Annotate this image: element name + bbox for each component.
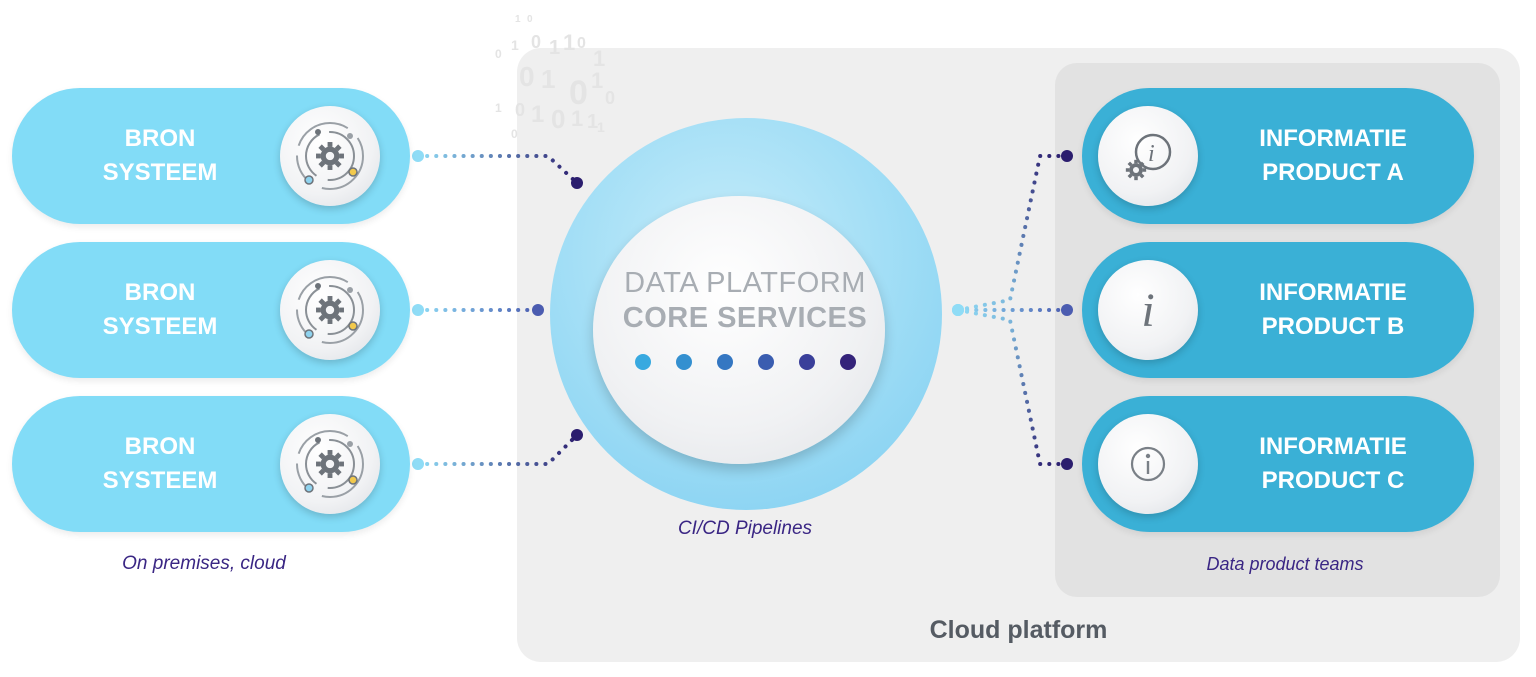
connector-source-2 xyxy=(412,304,544,316)
information-product-b[interactable]: i INFORMATIE PRODUCT B xyxy=(1082,242,1474,378)
product-label-line1: INFORMATIE xyxy=(1259,433,1407,460)
binary-digit: 0 xyxy=(577,35,586,52)
binary-digit: 1 xyxy=(563,30,575,55)
core-title-line2: CORE SERVICES xyxy=(622,302,868,334)
core-dot xyxy=(758,354,774,370)
product-label: INFORMATIE PRODUCT B xyxy=(1202,276,1464,344)
binary-digit: 1 xyxy=(541,64,555,94)
binary-digit: 1 xyxy=(511,37,519,53)
gear-info-icon: i xyxy=(1098,106,1198,206)
svg-text:i: i xyxy=(1148,141,1155,167)
product-label-line2: PRODUCT C xyxy=(1261,467,1405,494)
source-label-line2: SYSTEEM xyxy=(102,467,218,494)
core-dot xyxy=(676,354,692,370)
binary-digit: 1 xyxy=(591,68,603,93)
core-dot xyxy=(799,354,815,370)
source-label: BRON SYSTEEM xyxy=(50,276,270,344)
binary-digit: 0 xyxy=(527,14,533,25)
product-label: INFORMATIE PRODUCT C xyxy=(1202,430,1464,498)
core-dot xyxy=(840,354,856,370)
binary-digit: 1 xyxy=(531,101,544,128)
core-dots xyxy=(635,354,856,370)
source-label-line1: BRON xyxy=(124,125,196,152)
binary-digit: 1 xyxy=(593,46,605,71)
connector-product-b xyxy=(952,304,1073,316)
source-system-2[interactable]: BRON SYSTEEM xyxy=(12,242,410,378)
source-label: BRON SYSTEEM xyxy=(50,122,270,190)
core-services-circle xyxy=(593,196,885,464)
sources-caption: On premises, cloud xyxy=(122,553,286,574)
product-label-line1: INFORMATIE xyxy=(1259,125,1407,152)
gear-orbit-icon xyxy=(280,106,380,206)
binary-digit: 0 xyxy=(515,100,525,120)
product-label: INFORMATIE PRODUCT A xyxy=(1202,122,1464,190)
gear-orbit-icon xyxy=(280,260,380,360)
source-system-1[interactable]: BRON SYSTEEM xyxy=(12,88,410,224)
product-label-line2: PRODUCT B xyxy=(1261,313,1405,340)
source-label-line1: BRON xyxy=(124,433,196,460)
svg-text:i: i xyxy=(1141,284,1154,337)
core-title-line1: DATA PLATFORM xyxy=(624,267,866,299)
binary-digit: 0 xyxy=(605,88,615,108)
product-label-line2: PRODUCT A xyxy=(1262,159,1404,186)
info-circle-icon xyxy=(1098,414,1198,514)
connector-source-1 xyxy=(412,150,583,189)
information-product-c[interactable]: INFORMATIE PRODUCT C xyxy=(1082,396,1474,532)
binary-digit: 1 xyxy=(495,101,502,115)
binary-digit: 1 xyxy=(587,111,598,133)
source-label-line2: SYSTEEM xyxy=(102,313,218,340)
binary-digit: 0 xyxy=(519,61,535,92)
binary-digit: 1 xyxy=(597,119,605,135)
connector-product-a xyxy=(952,150,1073,316)
connector-product-c xyxy=(952,304,1073,470)
core-dot xyxy=(717,354,733,370)
source-system-3[interactable]: BRON SYSTEEM xyxy=(12,396,410,532)
info-italic-icon: i xyxy=(1098,260,1198,360)
product-label-line1: INFORMATIE xyxy=(1259,279,1407,306)
binary-digit: 1 xyxy=(549,37,560,59)
binary-digit: 0 xyxy=(531,32,541,52)
connector-source-3 xyxy=(412,429,583,470)
information-product-a[interactable]: i INFORMATIE PRODUCT A xyxy=(1082,88,1474,224)
core-dot xyxy=(635,354,651,370)
cicd-pipelines-label: CI/CD Pipelines xyxy=(677,518,813,539)
binary-digit: 0 xyxy=(551,104,565,134)
binary-digit: 1 xyxy=(571,106,583,131)
binary-digit: 0 xyxy=(511,127,518,138)
binary-digit: 0 xyxy=(569,74,588,112)
source-label: BRON SYSTEEM xyxy=(50,430,270,498)
binary-digit: 0 xyxy=(495,47,502,61)
data-product-teams-caption: Data product teams xyxy=(1206,554,1364,574)
gear-orbit-icon xyxy=(280,414,380,514)
binary-digit: 1 xyxy=(515,14,521,25)
source-label-line1: BRON xyxy=(124,279,196,306)
source-label-line2: SYSTEEM xyxy=(102,159,218,186)
cloud-platform-caption: Cloud platform xyxy=(929,616,1108,644)
